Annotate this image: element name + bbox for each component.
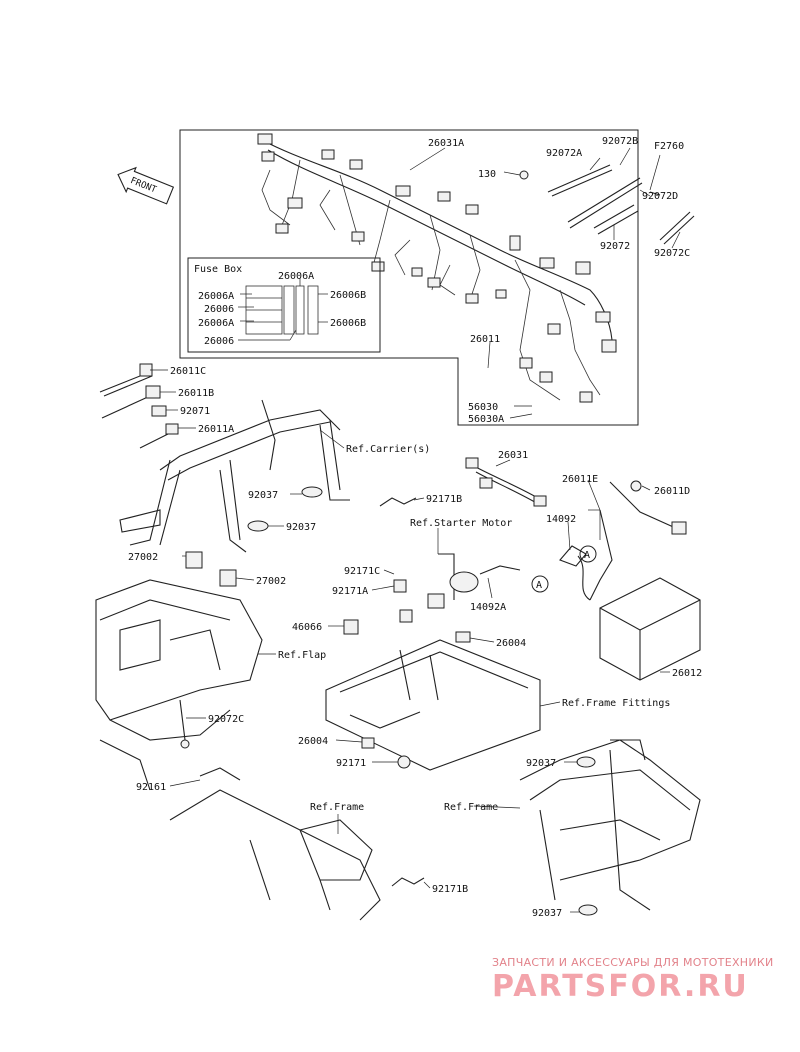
label-fuse-26006B-1: 26006B	[330, 290, 366, 301]
label-fuse-26006B-2: 26006B	[330, 318, 366, 329]
label-92171C: 92171C	[344, 566, 380, 577]
front-arrow-icon: FRONT	[117, 166, 175, 205]
battery-assembly: A	[559, 480, 701, 681]
label-56030A: 56030A	[468, 414, 504, 425]
label-92161: 92161	[136, 782, 166, 793]
label-fuse-26006A-1: 26006A	[198, 291, 234, 302]
label-fuse-26006A-top: 26006A	[278, 271, 314, 282]
label-92072C-top: 92072C	[654, 248, 690, 259]
label-92072B: 92072B	[602, 136, 638, 147]
label-fuse-26006: 26006	[204, 304, 234, 315]
leader-lines	[150, 147, 681, 913]
watermark: ЗАПЧАСТИ И АКСЕССУАРЫ ДЛЯ МОТОТЕХНИКИ PA…	[492, 956, 774, 1004]
label-130: 130	[478, 169, 496, 180]
label-92171: 92171	[336, 758, 366, 769]
flap-panel	[95, 579, 263, 791]
label-92171B-bottom: 92171B	[432, 884, 468, 895]
harness-group-box	[179, 129, 639, 426]
relay-27002-a	[185, 551, 203, 569]
center-tray	[325, 579, 541, 771]
label-26004-b: 26004	[298, 736, 328, 747]
starter-relay: A	[427, 553, 549, 609]
label-92037-d: 92037	[532, 908, 562, 919]
label-92072D: 92072D	[642, 191, 678, 202]
label-46066: 46066	[292, 622, 322, 633]
label-92037-b: 92037	[286, 522, 316, 533]
label-ref-starter-motor: Ref.Starter Motor	[410, 518, 512, 529]
clip-92171B-top	[379, 497, 417, 507]
label-27002-b: 27002	[256, 576, 286, 587]
label-fuse-26006A-2: 26006A	[198, 318, 234, 329]
label-F2760: F2760	[654, 141, 684, 152]
watermark-brand: PARTSFOR.RU	[492, 969, 749, 1004]
label-26012: 26012	[672, 668, 702, 679]
label-26011D: 26011D	[654, 486, 690, 497]
label-26011B: 26011B	[178, 388, 214, 399]
label-26011A: 26011A	[198, 424, 234, 435]
relay-27002-b	[219, 569, 237, 587]
label-14092A: 14092A	[470, 602, 506, 613]
label-ref-frame-a: Ref.Frame	[310, 802, 364, 813]
lower-center-frame	[169, 767, 425, 921]
label-26011: 26011	[470, 334, 500, 345]
label-56030: 56030	[468, 402, 498, 413]
label-92037-a: 92037	[248, 490, 278, 501]
label-26011E: 26011E	[562, 474, 598, 485]
main-wiring-harness	[257, 133, 617, 403]
label-26004-a: 26004	[496, 638, 526, 649]
callout-A-2: A	[536, 580, 542, 591]
fuse-box-title: Fuse Box	[194, 264, 242, 275]
label-92072A: 92072A	[546, 148, 582, 159]
label-92171A: 92171A	[332, 586, 368, 597]
label-ref-frame-b: Ref.Frame	[444, 802, 498, 813]
label-92171B-top: 92171B	[426, 494, 462, 505]
right-frame	[519, 739, 701, 916]
cable-ties	[519, 164, 695, 245]
part-labels: 26031A 92072A 92072B F2760 130 92072D 92…	[128, 136, 702, 919]
label-ref-carrier: Ref.Carrier(s)	[346, 444, 430, 455]
label-27002-a: 27002	[128, 552, 158, 563]
label-ref-flap: Ref.Flap	[278, 650, 326, 661]
label-92072C-bottom: 92072C	[208, 714, 244, 725]
label-26011C: 26011C	[170, 366, 206, 377]
label-26031A: 26031A	[428, 138, 464, 149]
small-harness-parts	[99, 363, 179, 449]
harness-26031	[465, 457, 547, 507]
callout-A-1: A	[584, 550, 590, 561]
label-92072: 92072	[600, 241, 630, 252]
label-ref-frame-fittings: Ref.Frame Fittings	[562, 698, 670, 709]
fuse-box-inset: Fuse Box	[187, 257, 381, 353]
label-14092: 14092	[546, 514, 576, 525]
label-26031: 26031	[498, 450, 528, 461]
label-92037-c: 92037	[526, 758, 556, 769]
label-fuse-26006-bottom: 26006	[204, 336, 234, 347]
label-92071: 92071	[180, 406, 210, 417]
watermark-tagline: ЗАПЧАСТИ И АКСЕССУАРЫ ДЛЯ МОТОТЕХНИКИ	[492, 956, 774, 969]
